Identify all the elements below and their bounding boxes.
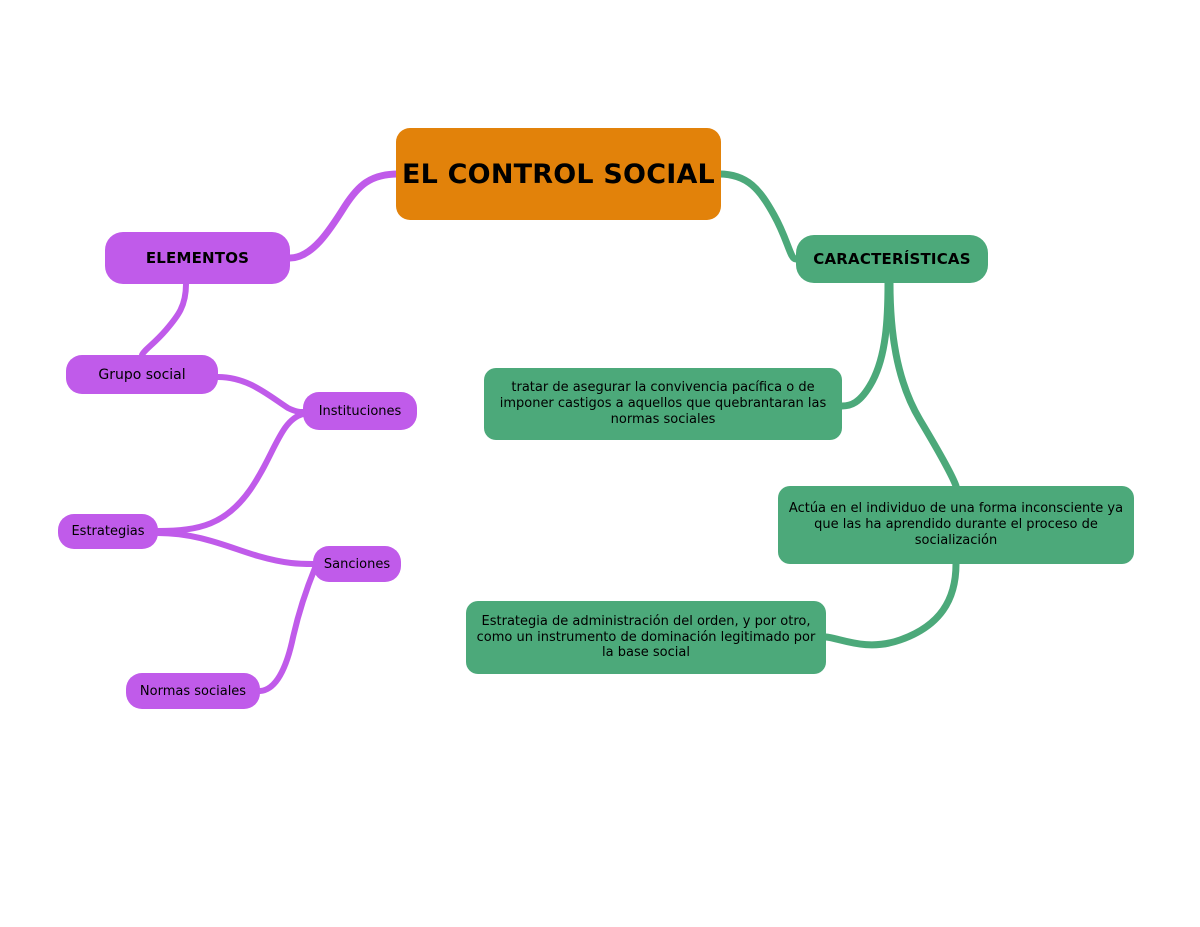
- node-caract-1-label: tratar de asegurar la convivencia pacífi…: [499, 380, 827, 427]
- edge-elementos-to-grupo-social: [139, 281, 189, 358]
- node-root[interactable]: EL CONTROL SOCIAL: [396, 128, 721, 220]
- edge-caracteristicas-to-caract-2: [886, 279, 960, 490]
- node-caract-1[interactable]: tratar de asegurar la convivencia pacífi…: [484, 368, 842, 440]
- edge-estrategias-to-instituciones: [155, 411, 306, 534]
- node-sanciones[interactable]: Sanciones: [313, 546, 401, 582]
- edge-sanciones-to-normas-sociales: [257, 565, 318, 694]
- node-caracteristicas[interactable]: CARACTERÍSTICAS: [796, 235, 988, 283]
- node-caract-2[interactable]: Actúa en el individuo de una forma incon…: [778, 486, 1134, 564]
- edge-caracteristicas-to-caract-1: [838, 279, 892, 410]
- edge-root-to-caracteristicas: [715, 170, 800, 263]
- node-elementos-label: ELEMENTOS: [145, 249, 250, 267]
- node-normas-sociales[interactable]: Normas sociales: [126, 673, 260, 709]
- node-instituciones-label: Instituciones: [318, 403, 402, 419]
- node-elementos[interactable]: ELEMENTOS: [105, 232, 290, 284]
- node-caract-2-label: Actúa en el individuo de una forma incon…: [788, 501, 1124, 548]
- node-sanciones-label: Sanciones: [323, 556, 391, 572]
- node-normas-sociales-label: Normas sociales: [139, 683, 247, 699]
- edge-caract-2-to-caract-3: [822, 560, 960, 649]
- node-root-label: EL CONTROL SOCIAL: [402, 158, 715, 190]
- node-caract-3-label: Estrategia de administración del orden, …: [476, 613, 816, 661]
- node-grupo-social-label: Grupo social: [98, 366, 186, 383]
- node-caract-3[interactable]: Estrategia de administración del orden, …: [466, 601, 826, 674]
- edge-grupo-social-to-instituciones: [215, 374, 306, 415]
- node-estrategias-label: Estrategias: [71, 524, 145, 539]
- node-instituciones[interactable]: Instituciones: [303, 392, 417, 430]
- edge-root-to-elementos: [286, 170, 402, 262]
- node-caracteristicas-label: CARACTERÍSTICAS: [813, 250, 971, 268]
- node-grupo-social[interactable]: Grupo social: [66, 355, 218, 394]
- node-estrategias[interactable]: Estrategias: [58, 514, 158, 549]
- edge-estrategias-to-sanciones: [155, 530, 316, 567]
